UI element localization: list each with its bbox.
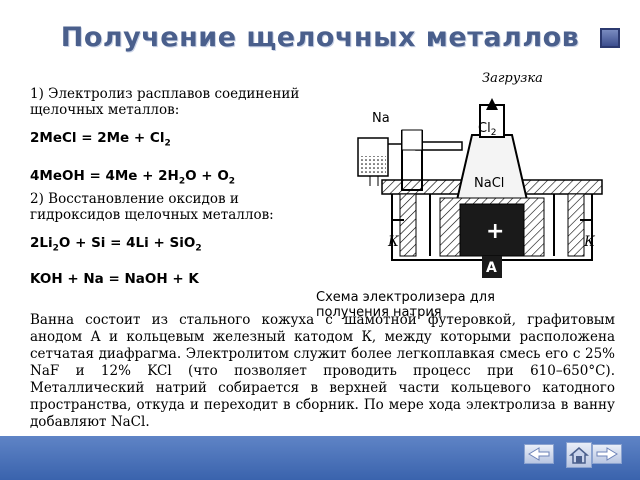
label-na: Na	[372, 111, 390, 126]
equation-2: 4MeOH = 4Me + 2H2O + O2	[30, 167, 236, 187]
diagram-caption: Схема электролизера для получения натрия	[316, 290, 495, 320]
equation-3: 2Li2O + Si = 4Li + SiO2	[30, 235, 202, 255]
left-column: 1) Электролиз расплавов соединений щелоч…	[30, 86, 330, 287]
label-cathode-right: К	[583, 234, 596, 250]
back-button[interactable]	[524, 444, 554, 464]
page-title: Получение щелочных металлов	[60, 22, 580, 53]
label-cathode-left: К	[387, 234, 400, 250]
section2-heading: 2) Восстановление оксидов и гидроксидов …	[30, 191, 274, 224]
label-anode: А	[486, 260, 497, 276]
forward-button[interactable]	[592, 444, 622, 464]
title-decoration	[600, 28, 620, 48]
forward-arrow-icon	[596, 447, 618, 461]
back-arrow-icon	[528, 447, 550, 461]
equation-1: 2MeCl = 2Me + Cl2	[30, 130, 171, 149]
label-plus: +	[486, 219, 504, 244]
electrolyzer-diagram: Загрузка Na Cl2 NaCl К К + А	[357, 71, 603, 278]
section1-heading: 1) Электролиз расплавов соединений щелоч…	[30, 86, 300, 118]
equation-4: KOH + Na = NaOH + K	[30, 271, 199, 288]
home-button[interactable]	[566, 442, 592, 468]
label-nacl: NaCl	[474, 176, 504, 191]
label-load: Загрузка	[482, 71, 543, 86]
home-icon	[569, 447, 589, 464]
body-paragraph: Ванна состоит из стального кожуха с шамо…	[30, 312, 615, 430]
label-cl2: Cl2	[478, 121, 496, 138]
